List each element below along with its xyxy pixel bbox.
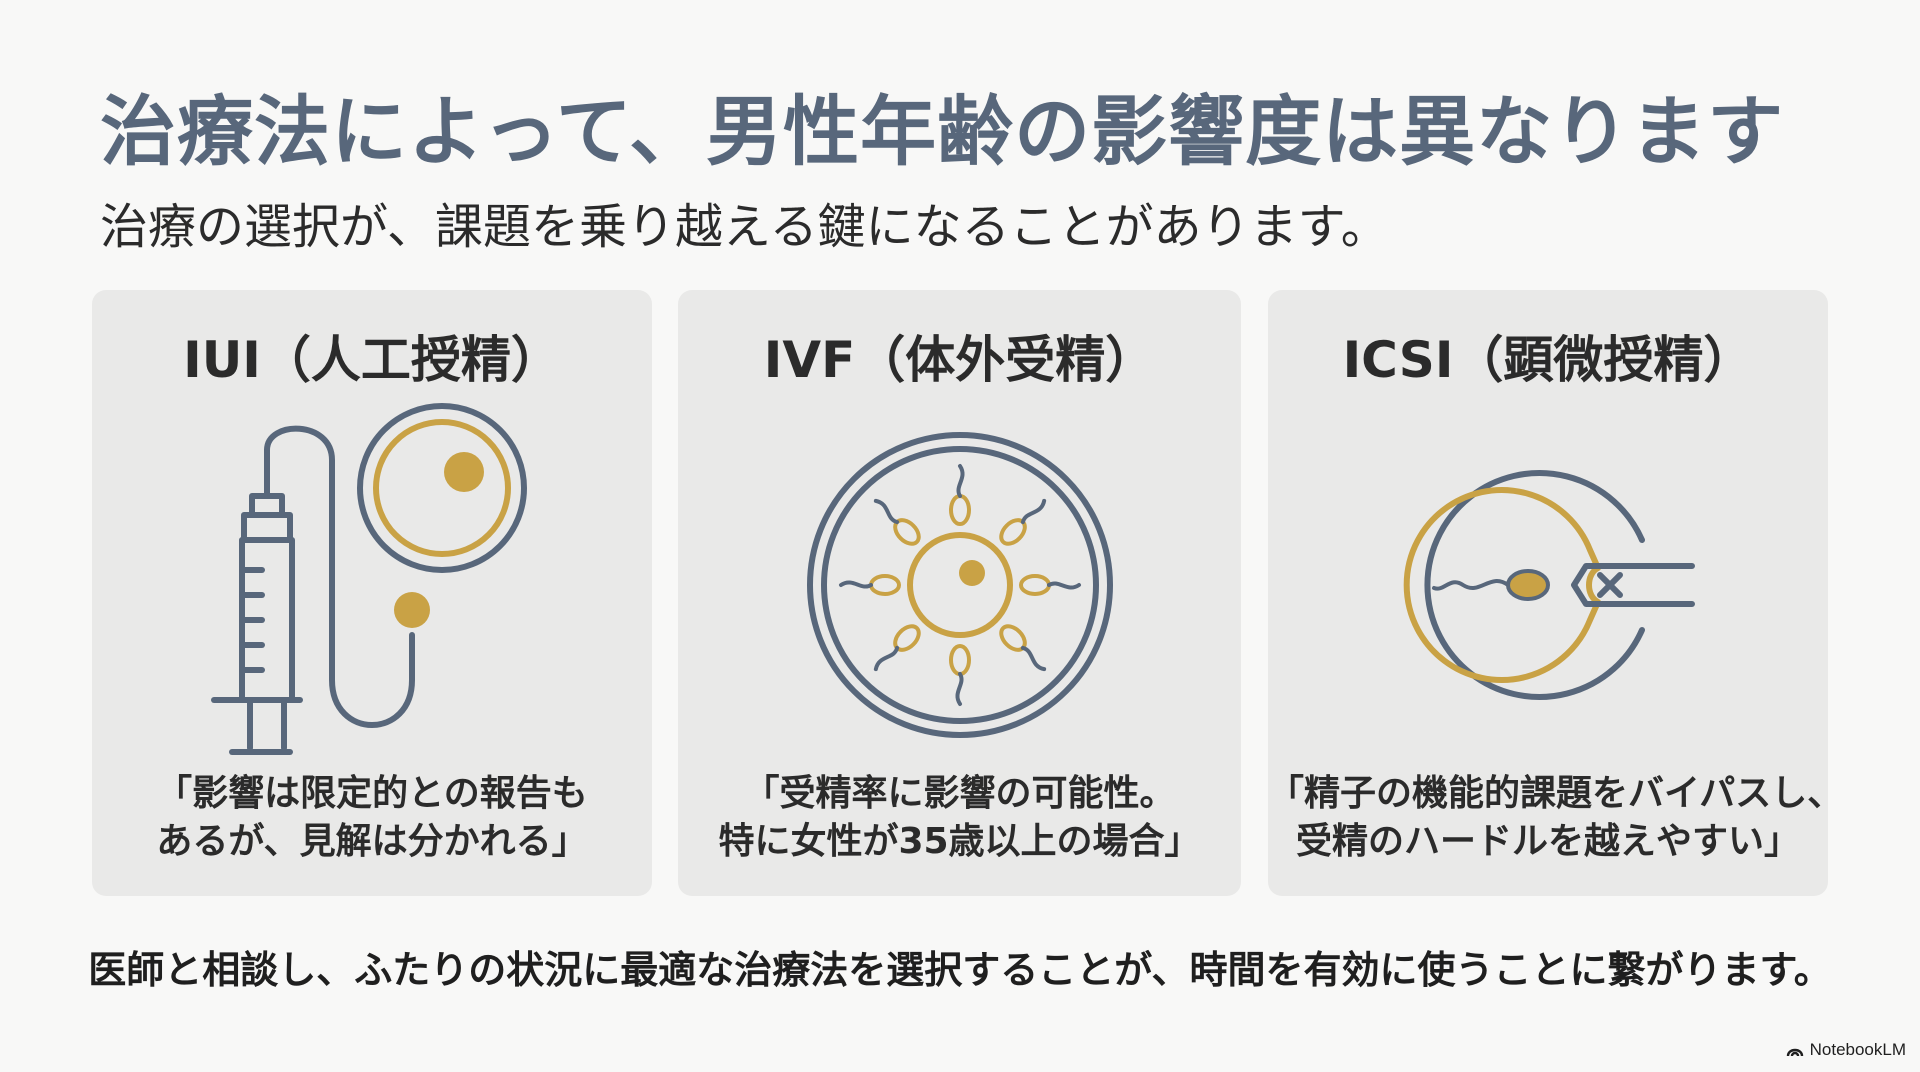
card-ivf: IVF（体外受精） <box>678 290 1241 896</box>
card-icsi: ICSI（顕微授精） 「精子の機能的課題をバイパスし、 受精のハードルを越えやす… <box>1268 290 1844 896</box>
syringe-egg-icon <box>211 403 527 755</box>
brand-label: NotebookLM <box>1809 1040 1906 1059</box>
card-quote-iui: 「影響は限定的との報告も あるが、見解は分かれる」 <box>92 770 652 866</box>
card-title-icsi: ICSI（顕微授精） <box>1342 331 1754 389</box>
card-title-ivf: IVF（体外受精） <box>763 331 1156 389</box>
footer-note: 医師と相談し、ふたりの状況に最適な治療法を選択することが、時間を有効に使うことに… <box>88 948 1832 992</box>
page-subtitle: 治療の選択が、課題を乗り越える鍵になることがあります。 <box>100 199 1389 255</box>
card-iui: IUI（人工授精） <box>92 290 652 896</box>
notebooklm-brand: NotebookLM <box>1786 1040 1906 1060</box>
card-quote-line: 受精のハードルを越えやすい」 <box>1295 821 1800 862</box>
card-quote-line: 「精子の機能的課題をバイパスし、 <box>1268 773 1844 814</box>
card-quote-line: 特に女性が35歳以上の場合」 <box>718 821 1201 862</box>
card-title-iui: IUI（人工授精） <box>183 331 561 389</box>
card-quote-ivf: 「受精率に影響の可能性。 特に女性が35歳以上の場合」 <box>678 770 1241 866</box>
page-title: 治療法によって、男性年齢の影響度は異なります <box>100 87 1785 176</box>
card-quote-icsi: 「精子の機能的課題をバイパスし、 受精のハードルを越えやすい」 <box>1268 770 1844 866</box>
card-quote-line: あるが、見解は分かれる」 <box>156 821 588 862</box>
petri-dish-sperm-icon <box>807 432 1113 738</box>
notebooklm-logo-icon <box>1786 1048 1803 1057</box>
card-quote-line: 「影響は限定的との報告も <box>156 773 588 814</box>
microinjection-icon <box>1403 470 1695 700</box>
card-quote-line: 「受精率に影響の可能性。 <box>743 773 1176 814</box>
